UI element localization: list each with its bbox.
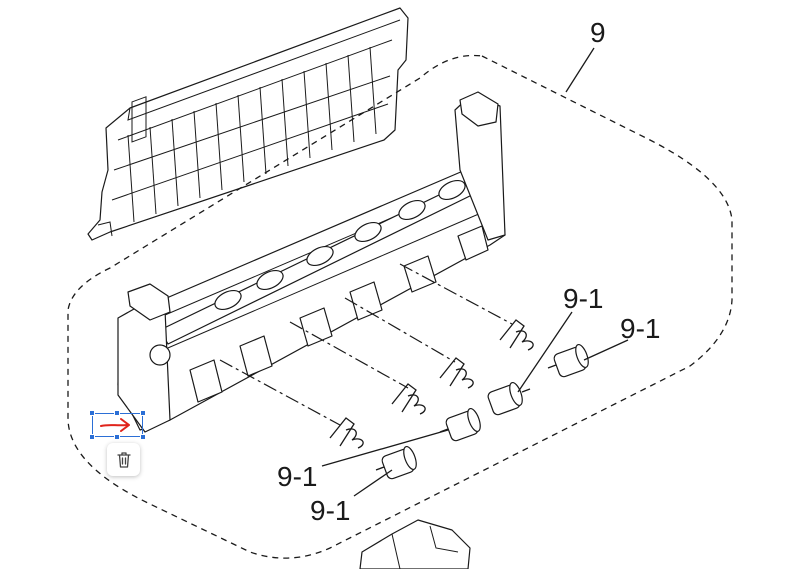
spring-holder-2 <box>391 383 426 415</box>
roller-parts <box>375 343 589 480</box>
right-gear <box>459 91 499 127</box>
spring-holders <box>329 319 534 449</box>
main-roller-assembly <box>117 91 506 433</box>
left-gear <box>127 283 171 321</box>
resize-handle-top-left[interactable] <box>89 410 95 416</box>
roller-1 <box>375 445 417 480</box>
assembly-label: 9 <box>590 17 606 48</box>
callout-leaders <box>321 47 629 497</box>
resize-handle-top[interactable] <box>114 410 120 416</box>
roller-label-b: 9-1 <box>620 313 660 344</box>
resize-handle-bottom-right[interactable] <box>140 434 146 440</box>
roller-2 <box>439 407 481 442</box>
spring-holder-3 <box>439 357 474 389</box>
spring-holder-4 <box>499 319 534 351</box>
roller-label-a: 9-1 <box>563 283 603 314</box>
roller-4 <box>547 343 589 378</box>
roller-label-c: 9-1 <box>277 461 317 492</box>
assembly-leaders <box>219 263 513 426</box>
arrow-annotation-icon <box>100 418 130 432</box>
lower-bracket-part <box>359 519 471 569</box>
rear-frame-part <box>87 7 409 241</box>
annotation-selection-box[interactable] <box>89 410 146 440</box>
resize-handle-bottom-left[interactable] <box>89 434 95 440</box>
assembly-boundary <box>67 54 733 559</box>
resize-handle-bottom[interactable] <box>114 434 120 440</box>
roller-brackets <box>189 225 489 403</box>
shaft-rollers <box>214 179 466 311</box>
roller-3 <box>487 381 531 416</box>
spring-holder-1 <box>329 417 364 449</box>
resize-handle-top-right[interactable] <box>140 410 146 416</box>
rear-frame-ribs <box>127 46 377 223</box>
trash-icon <box>116 451 131 468</box>
delete-annotation-button[interactable] <box>107 443 140 476</box>
roller-label-d: 9-1 <box>310 495 350 526</box>
